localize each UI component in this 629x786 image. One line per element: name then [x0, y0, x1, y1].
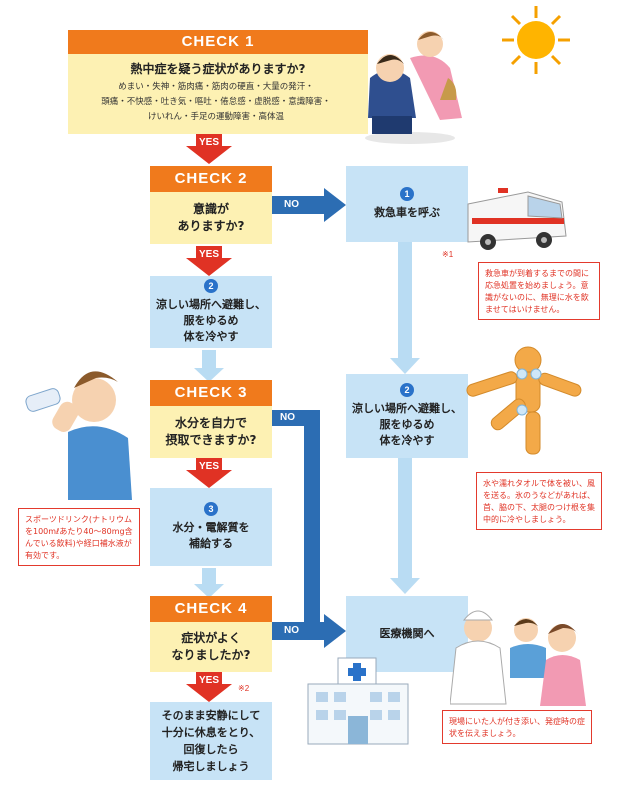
yes-label-1: YES: [198, 137, 219, 148]
drinking-man-illustration: [25, 371, 132, 500]
check3-title: CHECK 3: [150, 380, 272, 406]
left-step-rehydrate-text: 水分・電解質を 補給する: [172, 521, 250, 550]
yes-arrows: [186, 134, 232, 702]
drink-note: スポーツドリンク(ナトリウムを100mℓあたり40～80mg含んでいる飲料)や経…: [18, 508, 140, 566]
note-mark-2: ※2: [238, 684, 250, 693]
check1-question: 熱中症を疑う症状がありますか?: [130, 62, 306, 76]
right-step-cool-text: 涼しい場所へ避難し、 服をゆるめ 体を冷やす: [352, 402, 462, 447]
sun-icon: [502, 6, 570, 74]
check1-title: CHECK 1: [68, 30, 368, 54]
right-step-cool-number: 2: [400, 383, 414, 397]
check1-symptoms: めまい・失神・筋肉痛・筋肉の硬直・大量の発汗・ 頭痛・不快感・吐き気・嘔吐・倦怠…: [101, 82, 331, 122]
right-down-arrows: [390, 242, 420, 594]
no-label-2: NO: [280, 412, 295, 423]
ambulance-note: 救急車が到着するまでの間に応急処置を始めましょう。意識がないのに、無理に水を飲ま…: [478, 262, 600, 320]
ambulance-step-number: 1: [400, 187, 414, 201]
check4-question: 症状がよく なりましたか?: [150, 622, 272, 672]
hospital-building-illustration: [307, 657, 409, 745]
left-step-rehydrate-box: 3 水分・電解質を 補給する: [150, 488, 272, 566]
left-down-arrows: [194, 350, 224, 598]
hospital-note: 現場にいた人が付き添い、発症時の症状を伝えましょう。: [442, 710, 592, 744]
left-step-cool-text: 涼しい場所へ避難し、 服をゆるめ 体を冷やす: [156, 298, 266, 343]
right-step-cool-box: 2 涼しい場所へ避難し、 服をゆるめ 体を冷やす: [346, 374, 468, 458]
no-label-1: NO: [284, 199, 299, 210]
left-step-rehydrate-number: 3: [204, 502, 218, 516]
left-step-cool-box: 2 涼しい場所へ避難し、 服をゆるめ 体を冷やす: [150, 276, 272, 348]
heatstroke-couple-illustration: [365, 31, 462, 144]
yes-label-2: YES: [198, 249, 219, 260]
cooling-body-illustration: [466, 346, 582, 455]
note-mark-1: ※1: [442, 250, 454, 259]
yes-label-4: YES: [198, 675, 219, 686]
ambulance-illustration: [467, 188, 567, 250]
check1-body: [68, 54, 368, 134]
check3-question: 水分を自力で 摂取できますか?: [150, 406, 272, 458]
cooling-note: 水や濡れタオルで体を被い、風を送る。氷のうなどがあれば、首、脇の下、太腿のつけ根…: [476, 472, 602, 530]
check2-title: CHECK 2: [150, 166, 272, 192]
ambulance-step-box: 1 救急車を呼ぶ: [346, 166, 468, 242]
no-arrows: [272, 188, 346, 648]
rest-box: そのまま安静にして 十分に休息をとり、 回復したら 帰宅しましょう: [150, 702, 272, 780]
left-step-cool-number: 2: [204, 279, 218, 293]
check2-question: 意識が ありますか?: [150, 192, 272, 244]
no-label-3: NO: [284, 625, 299, 636]
nurse-patient-illustration: [450, 610, 586, 706]
check4-title: CHECK 4: [150, 596, 272, 622]
yes-label-3: YES: [198, 461, 219, 472]
ambulance-step-text: 救急車を呼ぶ: [374, 206, 440, 219]
